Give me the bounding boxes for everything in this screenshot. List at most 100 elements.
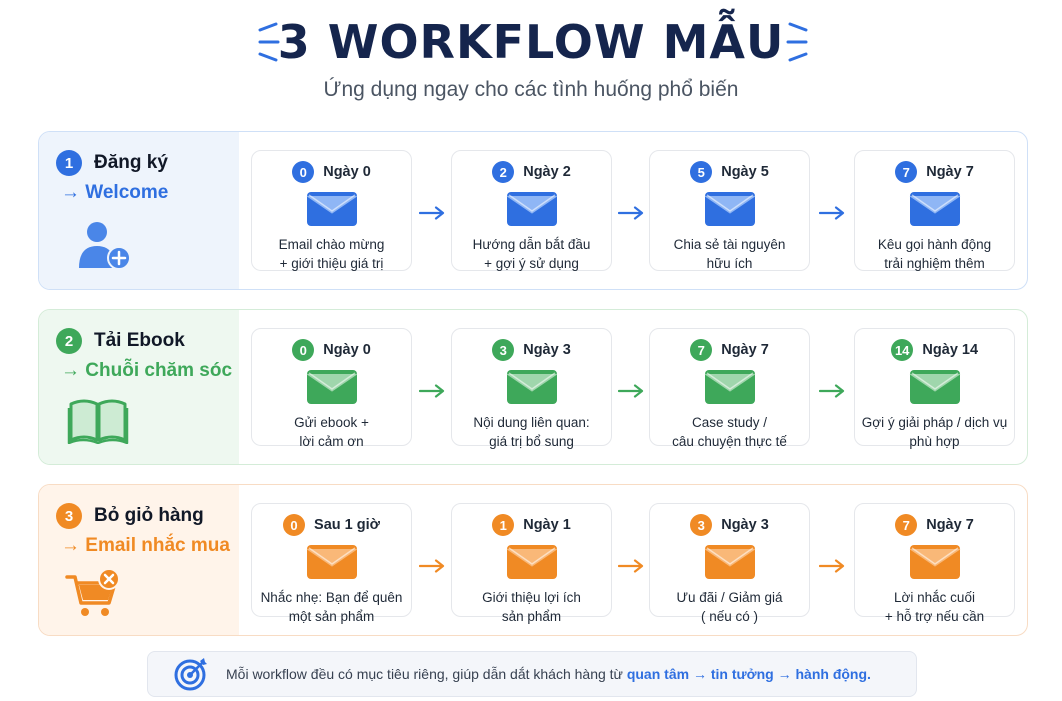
step-description-line: trải nghiệm thêm — [884, 256, 985, 271]
step-description-line: + gợi ý sử dụng — [484, 256, 579, 271]
user-add-icon — [79, 222, 131, 270]
footer-highlight-3: hành động. — [795, 666, 871, 682]
step-day: Ngày 3 — [523, 342, 571, 358]
step-day: Ngày 14 — [922, 342, 979, 358]
step-badge: 7 — [690, 339, 713, 361]
step-header: 3 Ngày 3 — [452, 339, 611, 361]
sparkle-right-icon — [786, 22, 808, 62]
step-description-line: Ưu đãi / Giảm giá — [676, 590, 783, 605]
step-description-line: Nội dung liên quan: — [473, 415, 590, 430]
open-book-icon — [67, 399, 129, 444]
page-title: 3 WORKFLOW MẪU — [277, 15, 785, 69]
step-badge: 5 — [690, 161, 713, 183]
flow-arrow-icon — [418, 384, 444, 398]
step-description-line: Case study / — [691, 415, 768, 430]
step-badge: 1 — [492, 514, 515, 536]
workflow-name: Tải Ebook — [94, 330, 185, 351]
footer-text: Mỗi workflow đều có mục tiêu riêng, giúp… — [226, 666, 871, 682]
footer-highlight-2: tin tưởng — [710, 666, 774, 682]
step-description-line: Gợi ý giải pháp / dịch vụ — [861, 415, 1008, 430]
email-envelope-icon — [909, 192, 961, 226]
step-header: 5 Ngày 5 — [650, 161, 809, 183]
email-envelope-icon — [704, 192, 756, 226]
workflow-label-panel: 2 Tải Ebook → Chuỗi chăm sóc — [39, 310, 239, 464]
step-description: Kêu gọi hành động trải nghiệm thêm — [859, 235, 1010, 273]
header: 3 WORKFLOW MẪU Ứng dụng ngay cho các tìn… — [0, 14, 1062, 104]
workflow-number: 1 — [56, 150, 82, 176]
footer-sep-2: → — [773, 666, 796, 682]
step-badge: 3 — [492, 339, 515, 361]
footer-highlight-1: quan tâm — [626, 666, 690, 682]
step-description-line: + giới thiệu giá trị — [279, 256, 384, 271]
step-description: Giới thiệu lợi ích sản phẩm — [456, 588, 607, 626]
email-envelope-icon — [909, 370, 961, 404]
step-card: 3 Ngày 3 Ưu đãi / Giảm giá( nếu có ) — [649, 503, 810, 624]
step-description: Lời nhắc cuối+ hỗ trợ nếu cần — [859, 588, 1010, 626]
step-description: Gợi ý giải pháp / dịch vụ phù hợp — [859, 413, 1010, 451]
email-envelope-icon — [506, 192, 558, 226]
step-description-line: phù hợp — [909, 434, 960, 449]
flow-arrow-icon — [819, 384, 845, 398]
step-card: 3 Ngày 3 Nội dung liên quan:giá trị bổ sun… — [451, 328, 612, 449]
workflow-name: Đăng ký — [94, 152, 168, 173]
step-badge: 0 — [292, 339, 315, 361]
flow-arrow-icon — [819, 206, 845, 220]
workflow-label-panel: 3 Bỏ giỏ hàng → Email nhắc mua — [39, 485, 239, 635]
step-description-line: Kêu gọi hành động — [877, 237, 992, 252]
workflow-number: 2 — [56, 328, 82, 354]
step-day: Ngày 2 — [523, 164, 571, 180]
step-description-line: Email chào mừng — [278, 237, 385, 252]
step-description: Nội dung liên quan:giá trị bổ sung — [456, 413, 607, 451]
workflow-label-panel: 1 Đăng ký → Welcome — [39, 132, 239, 289]
step-description-line: + hỗ trợ nếu cần — [884, 609, 985, 624]
step-description-line: hữu ích — [706, 256, 753, 271]
step-description-line: sản phẩm — [501, 609, 562, 624]
step-day: Ngày 5 — [721, 164, 769, 180]
flow-arrow-icon — [617, 559, 643, 573]
footer-note: Mỗi workflow đều có mục tiêu riêng, giúp… — [147, 651, 917, 697]
flow-arrow-icon — [418, 206, 444, 220]
email-envelope-icon — [704, 370, 756, 404]
workflow-subtitle: → Welcome — [61, 182, 169, 203]
step-day: Ngày 7 — [721, 342, 769, 358]
step-badge: 3 — [690, 514, 713, 536]
step-description: Case study / câu chuyện thực tế — [654, 413, 805, 451]
step-card: 14 Ngày 14 Gợi ý giải pháp / dịch vụ phù hợ… — [854, 328, 1015, 449]
step-day: Ngày 3 — [721, 517, 769, 533]
email-envelope-icon — [506, 370, 558, 404]
flow-arrow-icon — [617, 206, 643, 220]
step-description-line: Hướng dẫn bắt đầu — [472, 237, 591, 252]
step-description: Gửi ebook +lời cảm ơn — [256, 413, 407, 451]
step-header: 3 Ngày 3 — [650, 514, 809, 536]
email-envelope-icon — [306, 192, 358, 226]
step-description-line: câu chuyện thực tế — [672, 434, 787, 449]
step-badge: 14 — [890, 339, 914, 361]
step-description-line: Giới thiệu lợi ích — [482, 590, 581, 605]
email-envelope-icon — [704, 545, 756, 579]
step-description-line: một sản phẩm — [288, 609, 375, 624]
footer-sep-1: → — [689, 666, 711, 682]
step-card: 7 Ngày 7 Case study / câu chuyện thực tế — [649, 328, 810, 449]
step-header: 14 Ngày 14 — [855, 339, 1014, 361]
email-envelope-icon — [306, 370, 358, 404]
step-day: Ngày 0 — [323, 164, 371, 180]
flow-arrow-icon — [819, 559, 845, 573]
cart-remove-icon — [65, 568, 120, 616]
step-badge: 2 — [492, 161, 515, 183]
step-description: Ưu đãi / Giảm giá( nếu có ) — [654, 588, 805, 626]
email-envelope-icon — [506, 545, 558, 579]
page-subtitle: Ứng dụng ngay cho các tình huống phổ biế… — [323, 78, 739, 101]
email-envelope-icon — [909, 545, 961, 579]
